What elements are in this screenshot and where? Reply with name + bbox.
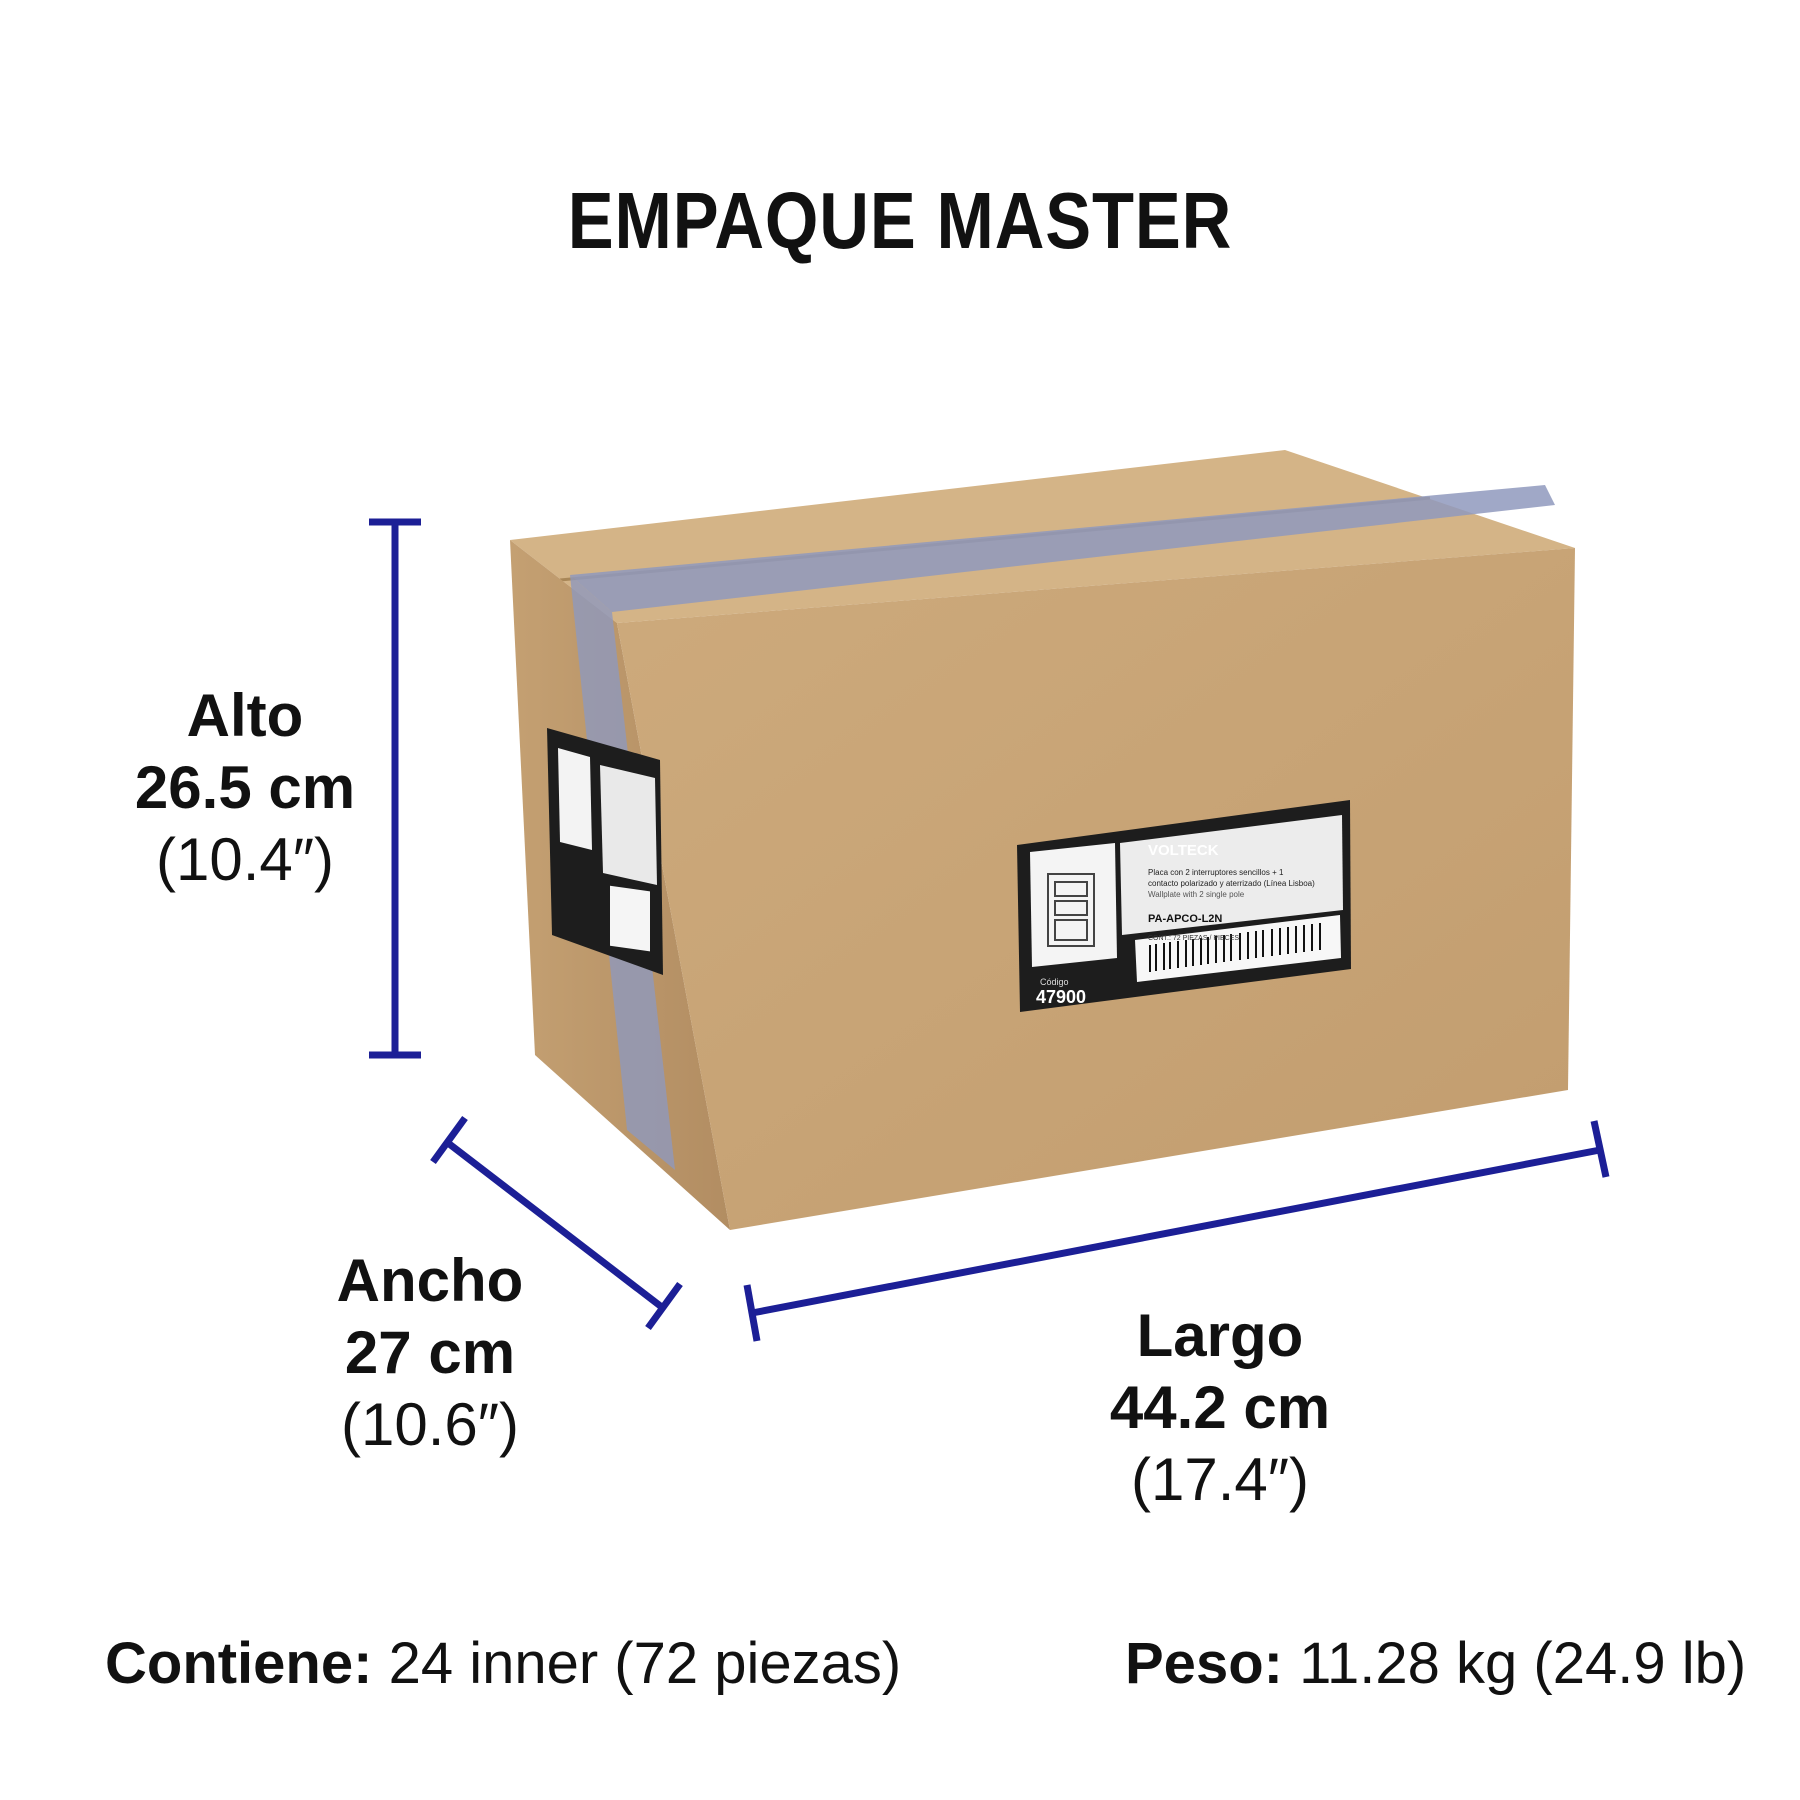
label-desc-2: contacto polarizado y aterrizado (Línea …: [1148, 879, 1315, 888]
label-codigo-label: Código: [1040, 977, 1069, 987]
weight-value: 11.28 kg (24.9 lb): [1299, 1631, 1747, 1696]
largo-label: Largo: [1136, 1302, 1304, 1369]
dimension-line-ancho: [430, 1115, 683, 1331]
weight-label: Peso:: [1125, 1631, 1283, 1696]
label-desc-1: Placa con 2 interruptores sencillos + 1: [1148, 868, 1284, 877]
contents-label: Contiene:: [105, 1631, 373, 1696]
label-cont: CONT.: 72 PIEZAS / PIECES: [1148, 935, 1239, 942]
alto-label: Alto: [186, 682, 304, 749]
label-clave-value: PA-APCO-L2N: [1148, 913, 1222, 925]
label-brand: VOLTECK: [1148, 842, 1219, 859]
tape-top: [570, 485, 1555, 612]
ancho-cm: 27 cm: [344, 1319, 516, 1386]
weight-info: Peso: 11.28 kg (24.9 lb): [1125, 1630, 1746, 1697]
front-label: VOLTECK Placa con 2 interruptores sencil…: [1017, 800, 1351, 1012]
alto-cm: 26.5 cm: [134, 754, 356, 821]
alto-inches: (10.4″): [156, 826, 334, 893]
contents-value: 24 inner (72 piezas): [388, 1631, 902, 1696]
dimension-largo: Largo 44.2 cm (17.4″): [1070, 1300, 1370, 1516]
dimension-line-largo: [743, 1120, 1610, 1342]
largo-cm: 44.2 cm: [1109, 1374, 1331, 1441]
ancho-label: Ancho: [336, 1247, 524, 1314]
page-title: EMPAQUE MASTER: [567, 176, 1233, 265]
label-desc-3: Wallplate with 2 single pole: [1148, 890, 1245, 899]
label-codigo-value: 47900: [1036, 987, 1086, 1007]
largo-inches: (17.4″): [1131, 1446, 1309, 1513]
contents-info: Contiene: 24 inner (72 piezas): [105, 1630, 901, 1697]
ancho-inches: (10.6″): [341, 1391, 519, 1458]
side-label: [547, 728, 663, 975]
dimension-ancho: Ancho 27 cm (10.6″): [290, 1245, 570, 1461]
dimension-alto: Alto 26.5 cm (10.4″): [100, 680, 390, 896]
dimension-line-alto: [369, 518, 421, 1059]
